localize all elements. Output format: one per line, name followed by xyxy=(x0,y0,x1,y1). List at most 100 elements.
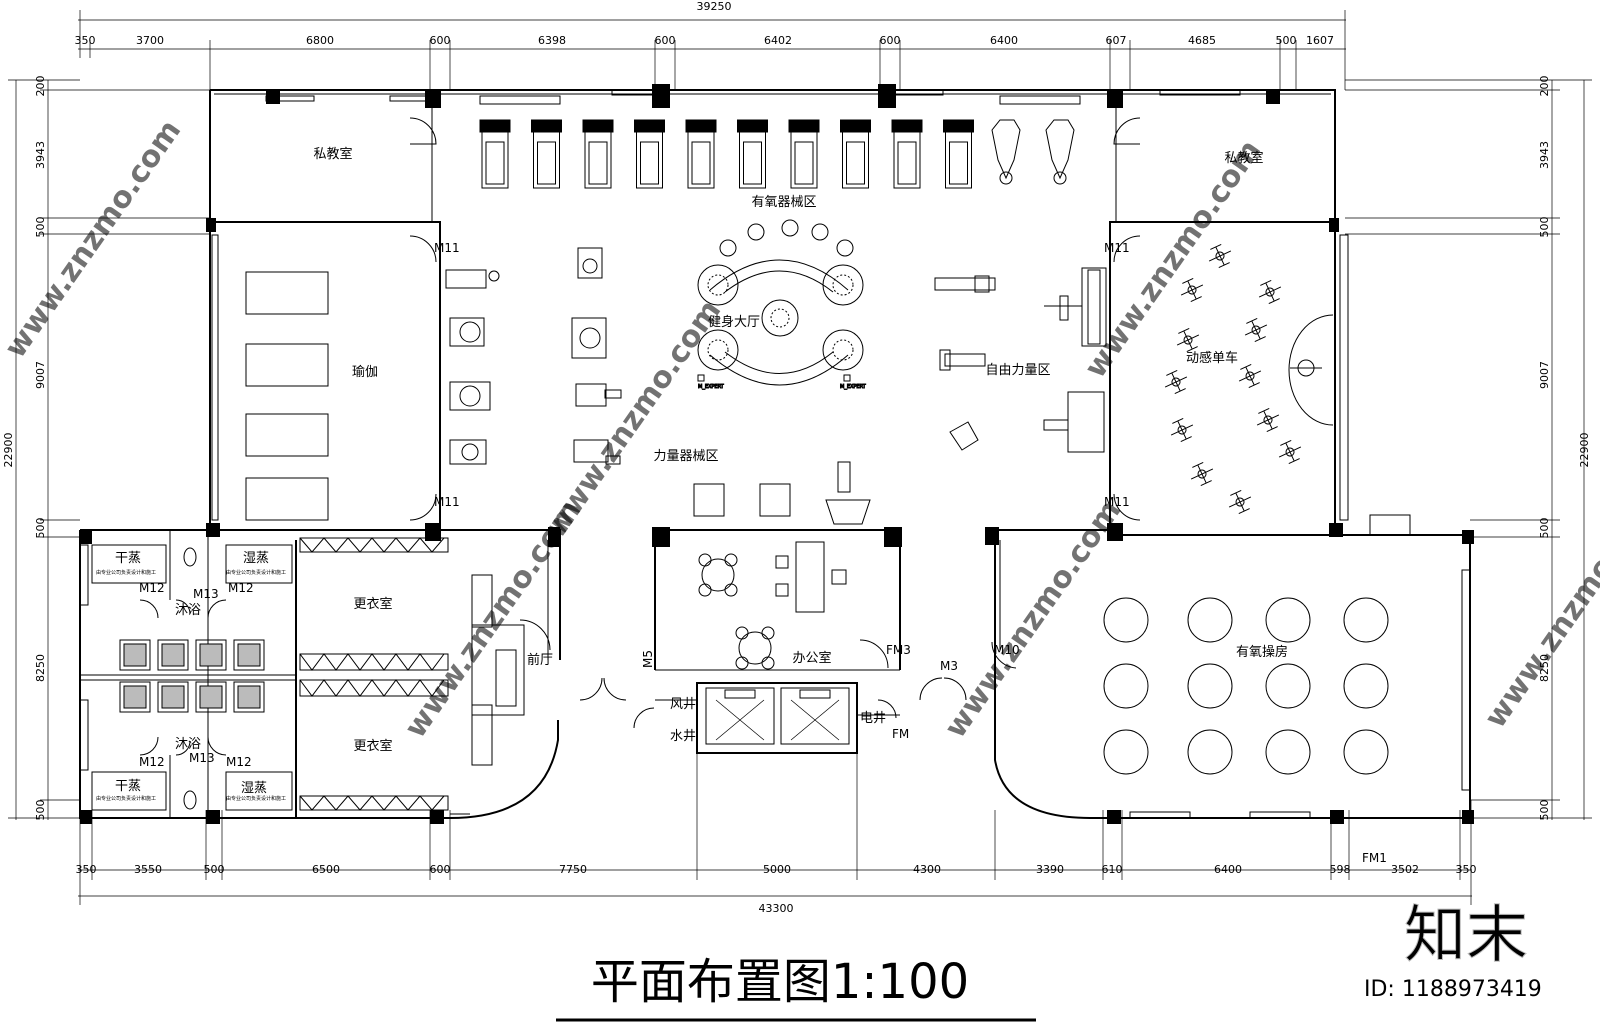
aerobic-mat-circle xyxy=(1343,729,1389,775)
brand-logo-text: 知末 xyxy=(1404,898,1528,971)
dim-left: 9007 xyxy=(34,361,47,389)
dim-left: 8250 xyxy=(34,654,47,682)
plan-title: 平面布置图1:100 xyxy=(591,954,969,1010)
treadmill-icon xyxy=(943,119,974,189)
aerobic-mat-circle xyxy=(1343,663,1389,709)
door-tag-m11: M11 xyxy=(434,495,460,509)
room-private-right: 私教室 xyxy=(1224,150,1263,166)
spin-bike-icon xyxy=(1256,407,1280,433)
treadmill-icon xyxy=(582,119,614,189)
dim-top: 500 xyxy=(1276,34,1297,47)
shower-stalls xyxy=(91,544,293,811)
dim-right: 200 xyxy=(1538,76,1551,97)
dim-bottom: 600 xyxy=(430,863,451,876)
spin-bike-icon xyxy=(1208,243,1232,269)
aerobic-mat-circle xyxy=(1187,597,1233,643)
dim-right: 8250 xyxy=(1538,654,1551,682)
dim-bottom: 500 xyxy=(204,863,225,876)
dim-right: 500 xyxy=(1538,800,1551,821)
dim-top: 4685 xyxy=(1188,34,1216,47)
aerobic-mat-circle xyxy=(1187,729,1233,775)
dim-left: 200 xyxy=(34,76,47,97)
door-tag-m3: M3 xyxy=(940,659,958,673)
door-tag-m12: M12 xyxy=(139,755,165,769)
dim-top: 607 xyxy=(1106,34,1127,47)
sauna-notes: 由专业公司负责设计和施工 由专业公司负责设计和施工 由专业公司负责设计和施工 由… xyxy=(96,569,286,802)
dim-bottom: 4300 xyxy=(913,863,941,876)
door-tag-m12: M12 xyxy=(228,581,254,595)
dim-top: 6400 xyxy=(990,34,1018,47)
instructor-podium xyxy=(1288,314,1334,426)
watermark-id: ID: 1188973419 xyxy=(1364,977,1542,1002)
treadmill-icon xyxy=(531,119,562,189)
drawing-title: 平面布置图1:100 xyxy=(556,954,1036,1022)
door-tag-fm: FM xyxy=(892,727,909,741)
aerobic-mat-circle xyxy=(1343,597,1389,643)
dim-top: 1607 xyxy=(1306,34,1334,47)
lockers xyxy=(299,537,525,811)
dim-bottom: 7750 xyxy=(559,863,587,876)
treadmill-icon xyxy=(891,119,923,189)
dim-top: 6402 xyxy=(764,34,792,47)
dim-bottom: 3502 xyxy=(1391,863,1419,876)
room-strength-area: 力量器械区 xyxy=(653,449,718,464)
door-tags: M11 M11 M11 M11 M12 M13 M12 M12 M13 M12 … xyxy=(139,241,1387,865)
dim-top: 6398 xyxy=(538,34,566,47)
office-furniture xyxy=(698,541,847,670)
room-dry-sauna-top: 干蒸 xyxy=(115,551,141,566)
room-shower-top: 沐浴 xyxy=(175,603,201,618)
dim-right: 3943 xyxy=(1538,141,1551,169)
door-tag-m5: M5 xyxy=(641,650,655,668)
door-tag-m13: M13 xyxy=(189,751,215,765)
dim-right: 500 xyxy=(1538,518,1551,539)
watermark-site: www.znzmo.com xyxy=(938,494,1128,745)
dim-bottom: 350 xyxy=(76,863,97,876)
sauna-note: 由专业公司负责设计和施工 xyxy=(96,795,156,802)
spin-bike-icon xyxy=(1238,363,1262,389)
treadmill-icon xyxy=(634,119,665,189)
room-yoga: 瑜伽 xyxy=(352,365,378,380)
walls xyxy=(79,89,1471,819)
expert-label: M_EXPERT xyxy=(698,384,725,390)
room-wet-sauna-top: 湿蒸 xyxy=(243,551,269,566)
aerobic-mat-circle xyxy=(1103,597,1149,643)
room-air-shaft: 风井 xyxy=(670,697,696,712)
treadmill-icon xyxy=(737,119,768,189)
door-tag-m11: M11 xyxy=(434,241,460,255)
door-tag-m11: M11 xyxy=(1104,241,1130,255)
treadmill-icon xyxy=(840,119,871,189)
dimension-lines xyxy=(8,10,1592,905)
dim-top: 350 xyxy=(75,34,96,47)
room-free-weights: 自由力量区 xyxy=(985,363,1050,378)
dim-top: 600 xyxy=(655,34,676,47)
dim-bottom: 3390 xyxy=(1036,863,1064,876)
aerobic-mat-circle xyxy=(1265,729,1311,775)
spin-bikes xyxy=(1164,243,1302,515)
room-cardio-area: 有氧器械区 xyxy=(751,195,816,210)
dim-right: 9007 xyxy=(1538,361,1551,389)
aerobic-mat-circle xyxy=(1265,663,1311,709)
strength-machines xyxy=(445,247,871,525)
dim-bottom: 350 xyxy=(1456,863,1477,876)
door-tag-m12: M12 xyxy=(226,755,252,769)
room-front-hall: 前厅 xyxy=(527,652,553,668)
door-tag-fm3: FM3 xyxy=(886,643,911,657)
dimension-texts: 39250 350 3700 6800 600 6398 600 6402 60… xyxy=(2,0,1591,915)
expert-label: M_EXPERT xyxy=(840,384,867,390)
treadmill-icon xyxy=(788,119,820,189)
dim-right-total: 22900 xyxy=(1578,433,1591,468)
watermark-site: www.znzmo.com xyxy=(0,114,188,365)
room-wet-sauna-bottom: 湿蒸 xyxy=(241,781,267,796)
spin-bike-icon xyxy=(1164,369,1188,395)
room-aerobic: 有氧操房 xyxy=(1236,644,1288,660)
dim-bottom: 5000 xyxy=(763,863,791,876)
aerobic-mat-circle xyxy=(1103,663,1149,709)
dim-bottom: 6500 xyxy=(312,863,340,876)
spin-bike-icon xyxy=(1190,461,1214,487)
treadmill-row xyxy=(479,119,974,189)
columns xyxy=(80,84,1474,824)
room-locker-top: 更衣室 xyxy=(353,596,392,612)
elliptical-machines xyxy=(991,119,1075,185)
spin-bike-icon xyxy=(1228,489,1252,515)
